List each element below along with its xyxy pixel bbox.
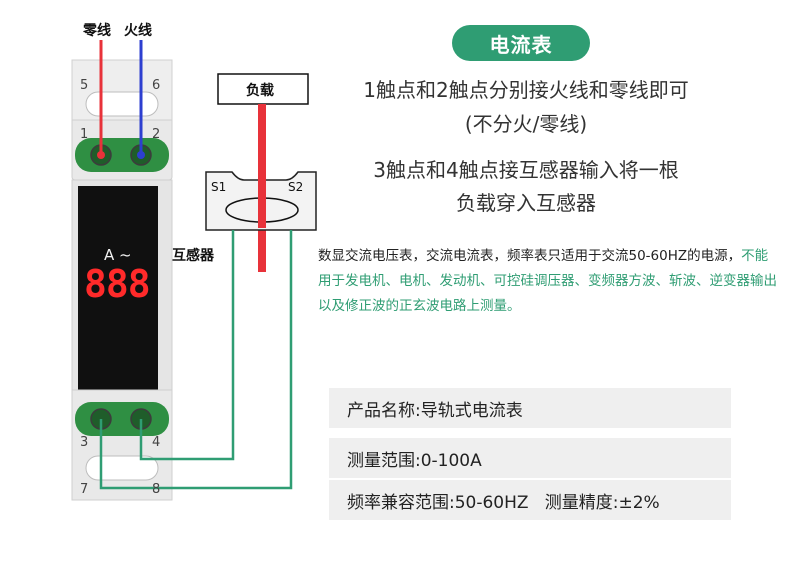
- terminal-2-label: 2: [152, 127, 161, 142]
- terminal-3-label: 3: [80, 435, 89, 450]
- load-label: 负载: [246, 83, 274, 99]
- title-badge: 电流表: [452, 25, 590, 61]
- s2-label: S2: [288, 180, 304, 194]
- spec-frequency-accuracy: 频率兼容范围:50-60HZ 测量精度:±2%: [329, 480, 731, 520]
- terminal-1-label: 1: [80, 127, 89, 142]
- display-reading: 888: [84, 262, 151, 306]
- bottom-terminal-block: [75, 402, 169, 436]
- transformer-label: 互感器: [172, 248, 214, 264]
- meter-top-slot: [85, 91, 159, 117]
- load-box: [217, 73, 309, 105]
- instruction-line-4: 负载穿入互感器: [456, 191, 596, 215]
- instruction-line-1: 1触点和2触点分别接火线和零线即可: [363, 78, 689, 102]
- meter-display-panel: [78, 186, 158, 390]
- instruction-line-3: 3触点和4触点接互感器输入将一根: [373, 158, 679, 182]
- neutral-label: 零线: [83, 23, 111, 39]
- terminal-8-label: 8: [152, 482, 161, 497]
- top-terminal-block: [75, 138, 169, 172]
- signal-wire-s1: [139, 230, 235, 461]
- meter-bottom-slot: [85, 455, 159, 481]
- spec-measure-range: 测量范围:0-100A: [329, 438, 731, 478]
- description-paragraph: 数显交流电压表，交流电流表，频率表只适用于交流50-60HZ的电源，不能用于发电…: [318, 244, 780, 319]
- signal-wire-s2: [99, 230, 293, 490]
- description-part-1: 数显交流电压表，交流电流表，频率表只适用于交流50-60HZ的电源，: [318, 248, 742, 264]
- display-unit: A ~: [104, 246, 132, 264]
- spec-product-name: 产品名称:导轨式电流表: [329, 388, 731, 428]
- live-label: 火线: [124, 23, 152, 39]
- terminal-7-label: 7: [80, 482, 89, 497]
- s1-label: S1: [211, 180, 227, 194]
- terminal-6-label: 6: [152, 78, 161, 93]
- description-warning: 不能用于发电机、电机、发动机、可控硅调压器、变频器方波、斩波、逆变器输出以及修正…: [318, 248, 777, 314]
- terminal-5-label: 5: [80, 78, 89, 93]
- terminal-4-label: 4: [152, 435, 161, 450]
- instruction-line-2: (不分火/零线): [464, 112, 588, 136]
